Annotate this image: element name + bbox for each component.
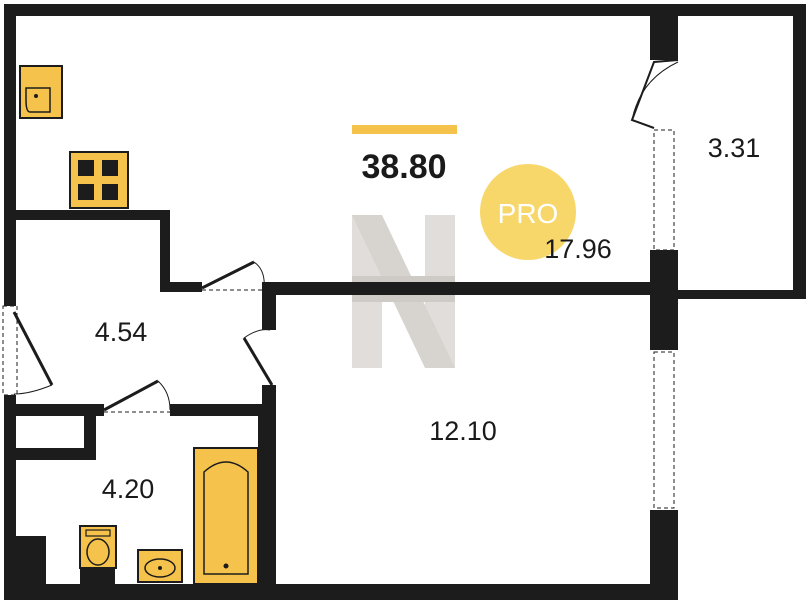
room-area-hall: 4.54 xyxy=(95,317,148,347)
stove-icon xyxy=(69,151,129,209)
pro-badge-label: PRO xyxy=(498,198,559,229)
walls xyxy=(4,4,806,600)
room-area-balcony: 3.31 xyxy=(708,133,761,163)
window-icon xyxy=(2,129,675,509)
room-area-bedroom: 12.10 xyxy=(429,416,497,446)
door-icon xyxy=(12,59,679,413)
toilet-icon xyxy=(79,525,117,569)
room-area-living: 17.96 xyxy=(544,234,612,264)
room-area-bathroom: 4.20 xyxy=(102,474,155,504)
accent-bar xyxy=(352,125,457,134)
bathtub-icon xyxy=(193,447,259,585)
total-area: 38.80 xyxy=(361,148,446,186)
wash-basin-icon xyxy=(137,549,183,583)
pro-badge: PRO xyxy=(480,164,576,260)
kitchen-sink-icon xyxy=(19,65,63,119)
